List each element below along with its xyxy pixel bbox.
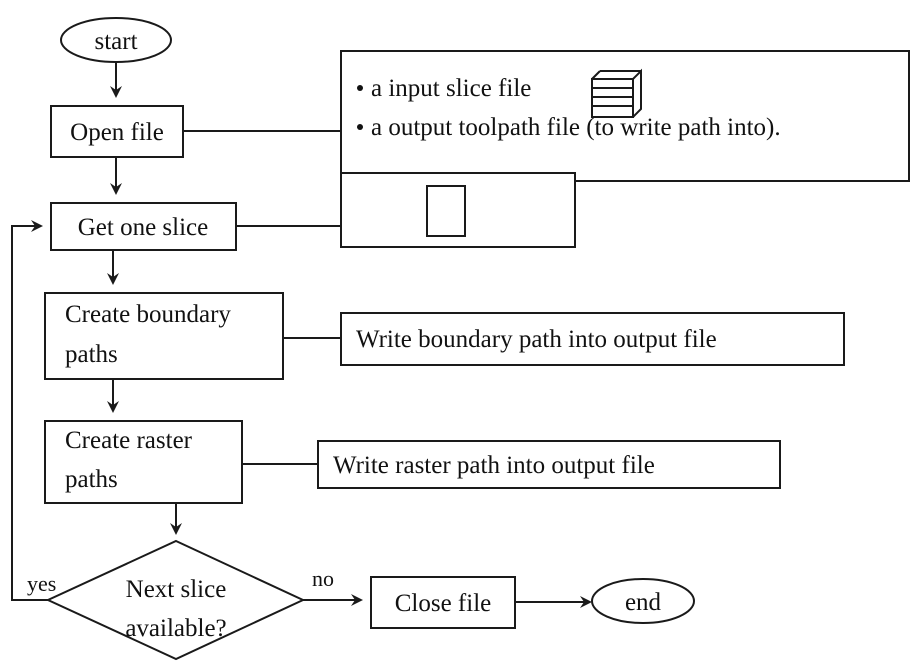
- create-boundary-line2: paths: [65, 341, 118, 368]
- open-file-box: [50, 105, 184, 158]
- close-file-label: Close file: [395, 590, 492, 617]
- create-boundary-line1: Create boundary: [65, 301, 231, 328]
- boundary-note-box: [340, 312, 845, 366]
- get-one-slice-box: [50, 202, 237, 251]
- stacked-slices-icon: [591, 68, 642, 118]
- end-label: end: [625, 589, 662, 616]
- no-label: no: [312, 566, 334, 591]
- raster-note-label: Write raster path into output file: [333, 452, 655, 479]
- loop-back-line: [11, 220, 48, 601]
- boundary-note-label: Write boundary path into output file: [356, 326, 717, 353]
- raster-note-box: [317, 440, 781, 489]
- decision-line2: available?: [125, 615, 226, 642]
- open-file-label: Open file: [70, 119, 164, 146]
- decision-diamond: [45, 539, 306, 661]
- end-terminal: [591, 578, 695, 624]
- get-one-slice-label: Get one slice: [78, 214, 209, 241]
- create-raster-line1: Create raster: [65, 427, 193, 454]
- create-raster-line2: paths: [65, 466, 118, 493]
- input-file-note: a input slice file: [371, 75, 531, 102]
- output-file-note: a output toolpath file (to write path in…: [371, 114, 781, 141]
- decision-line1: Next slice: [126, 576, 227, 603]
- single-slice-icon: [426, 185, 466, 237]
- yes-label: yes: [27, 571, 56, 596]
- start-label: start: [94, 28, 137, 55]
- close-file-box: [370, 576, 516, 629]
- bullet: [357, 124, 363, 130]
- create-boundary-box: [44, 292, 284, 380]
- create-raster-box: [44, 420, 243, 504]
- bullet: [357, 85, 363, 91]
